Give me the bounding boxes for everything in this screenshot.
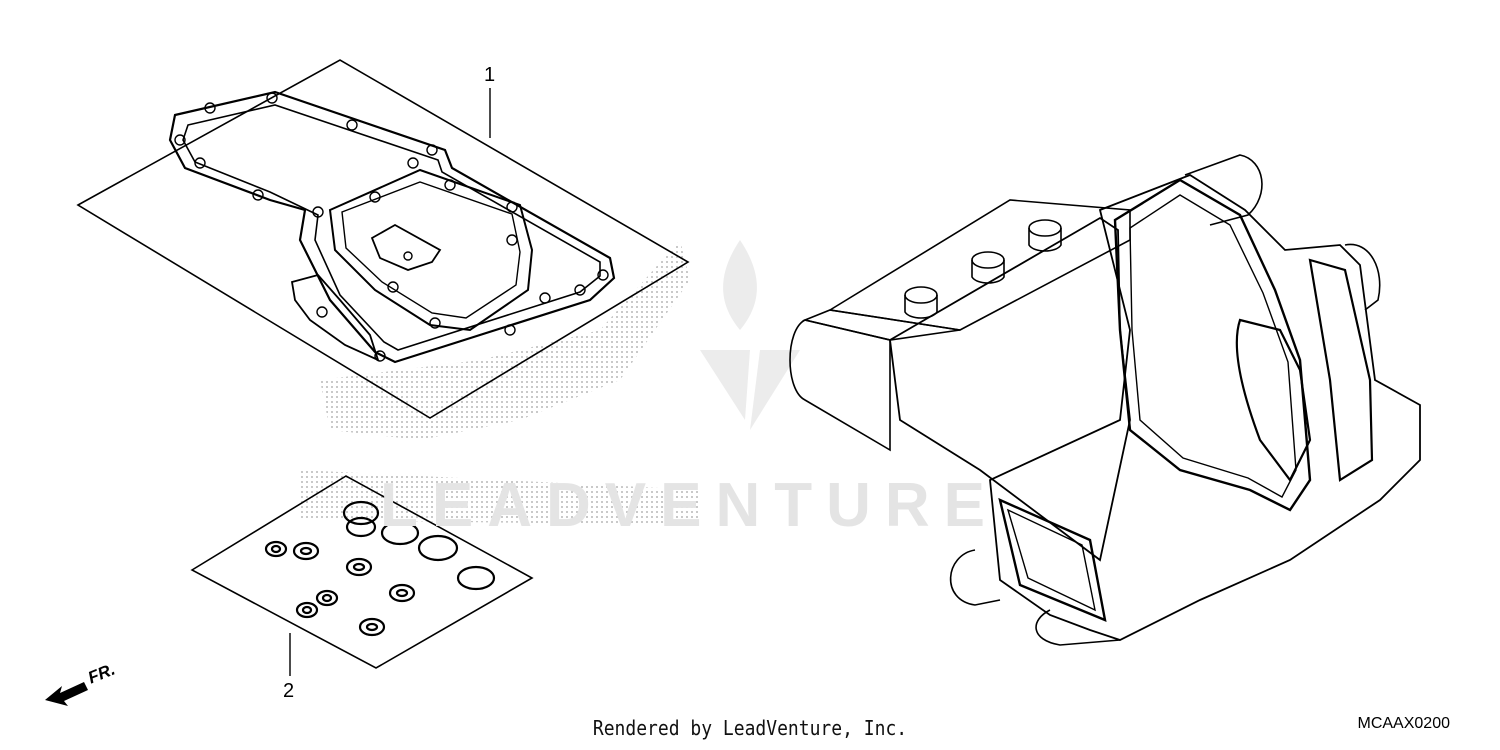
oring-kit-2 <box>190 475 534 669</box>
direction-arrow-icon <box>45 682 88 706</box>
watermark-logo <box>700 240 800 430</box>
callout-2: 2 <box>283 680 295 702</box>
gasket-sheet-1 <box>76 59 690 419</box>
diagram-code: MCAAX0200 <box>1357 715 1451 732</box>
stippled-emblem <box>300 240 700 525</box>
callout-1: 1 <box>484 64 496 86</box>
engine-assembly <box>789 154 1421 646</box>
render-credit: Rendered by LeadVenture, Inc. <box>592 716 908 740</box>
watermark-text: LEADVENTURE <box>380 471 1000 540</box>
